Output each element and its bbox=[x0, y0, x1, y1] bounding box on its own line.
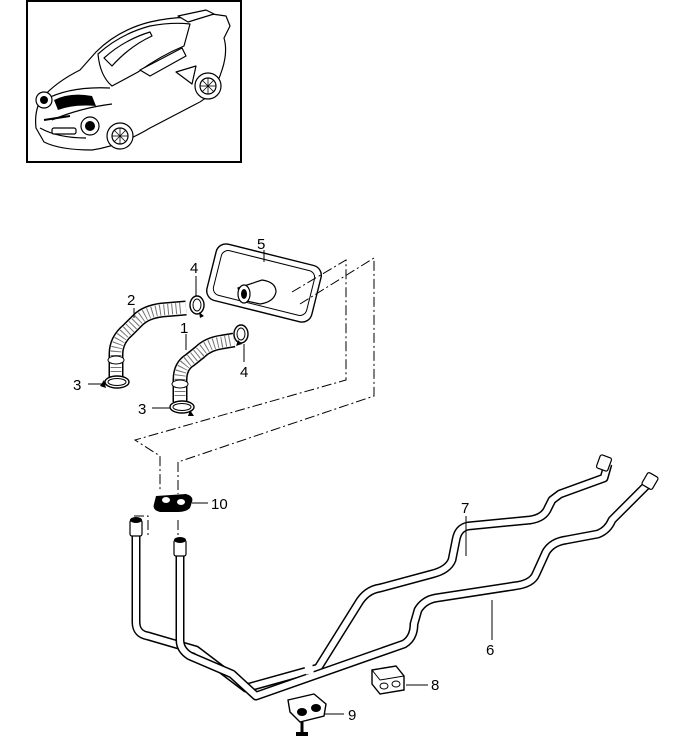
callout-9: 9 bbox=[348, 707, 356, 724]
part-1-hose bbox=[171, 332, 236, 402]
callout-labels: 5 4 2 1 4 3 3 10 7 6 8 9 bbox=[73, 236, 494, 724]
assembly-lines bbox=[133, 257, 375, 536]
part-3-clamp-lower bbox=[169, 400, 195, 416]
callout-1: 1 bbox=[180, 320, 188, 337]
leader-lines bbox=[88, 250, 493, 715]
part-2-hose bbox=[107, 300, 187, 378]
part-8-clip bbox=[371, 665, 405, 695]
part-9-clip bbox=[287, 693, 327, 736]
part-5-bracket bbox=[206, 243, 322, 323]
part-3-clamp-upper bbox=[100, 375, 130, 389]
callout-2: 2 bbox=[127, 292, 135, 309]
callout-3-upper: 3 bbox=[73, 377, 81, 394]
callout-4-lower: 4 bbox=[240, 364, 248, 381]
vehicle-thumbnail bbox=[26, 0, 242, 163]
callout-3-lower: 3 bbox=[138, 401, 146, 418]
callout-10: 10 bbox=[211, 496, 228, 513]
part-4-clamp-lower bbox=[233, 324, 249, 346]
callout-4-upper: 4 bbox=[190, 260, 198, 277]
pipe-lower-fittings bbox=[129, 517, 187, 557]
callout-8: 8 bbox=[431, 677, 439, 694]
part-6-pipe bbox=[175, 472, 659, 701]
part-10-bracket bbox=[153, 494, 193, 512]
part-4-clamp-upper bbox=[189, 295, 205, 318]
callout-5: 5 bbox=[257, 236, 265, 253]
callout-6: 6 bbox=[486, 642, 494, 659]
part-7-pipe bbox=[131, 454, 613, 693]
callout-7: 7 bbox=[461, 500, 469, 517]
